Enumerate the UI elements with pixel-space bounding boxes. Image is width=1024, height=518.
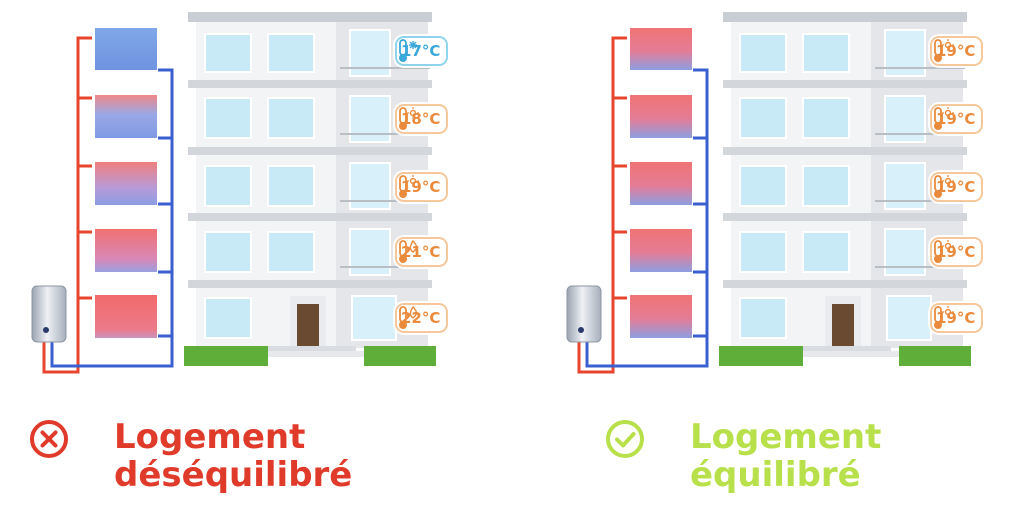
caption-line-1: Logement — [690, 417, 882, 457]
flame-thermometer-icon — [399, 239, 418, 263]
floor-5-temperature-badge: 19°C — [930, 36, 984, 66]
water-heater — [31, 285, 67, 343]
sun-thermometer-icon — [934, 39, 954, 62]
unbalanced-building-illustration: 17°C 18°C 19°C 21°C 22 — [0, 0, 512, 380]
return-pipe — [50, 68, 174, 368]
snowflake-thermometer-icon — [399, 39, 417, 62]
sun-thermometer-icon — [399, 175, 419, 198]
floor-4-temperature-badge: 19°C — [930, 104, 984, 134]
supply-pipe — [577, 36, 627, 374]
sun-thermometer-icon — [934, 240, 954, 263]
check-circle-icon — [606, 420, 644, 458]
sun-thermometer-icon — [934, 306, 954, 329]
floor-1-temperature-badge: 19°C — [930, 303, 984, 333]
sun-thermometer-icon — [934, 175, 954, 198]
sun-thermometer-icon — [934, 107, 954, 130]
balanced-caption: Logement équilibré — [604, 418, 881, 494]
unbalanced-caption: Logement déséquilibré — [28, 418, 352, 494]
floor-1-temperature-badge: 22°C — [395, 303, 449, 333]
floor-3-temperature-badge: 19°C — [395, 172, 449, 202]
water-heater — [566, 285, 602, 343]
radiators — [95, 28, 157, 338]
x-circle-icon — [30, 420, 68, 458]
radiators — [630, 28, 692, 338]
return-pipe — [585, 68, 709, 368]
building-svg — [566, 12, 971, 374]
floor-4-temperature-badge: 18°C — [395, 104, 449, 134]
caption-line-2: déséquilibré — [114, 455, 353, 495]
supply-pipe — [42, 36, 92, 374]
balanced-building-illustration: 19°C 19°C 19°C 19°C — [535, 0, 1024, 380]
apartment-building — [719, 12, 971, 366]
caption-line-1: Logement — [114, 417, 306, 457]
floor-2-temperature-badge: 21°C — [395, 237, 449, 267]
floor-2-temperature-badge: 19°C — [930, 237, 984, 267]
sun-thermometer-icon — [399, 107, 419, 130]
caption-line-2: équilibré — [690, 455, 861, 495]
flame-thermometer-icon — [399, 305, 418, 329]
floor-3-temperature-badge: 19°C — [930, 172, 984, 202]
floor-5-temperature-badge: 17°C — [395, 36, 449, 66]
